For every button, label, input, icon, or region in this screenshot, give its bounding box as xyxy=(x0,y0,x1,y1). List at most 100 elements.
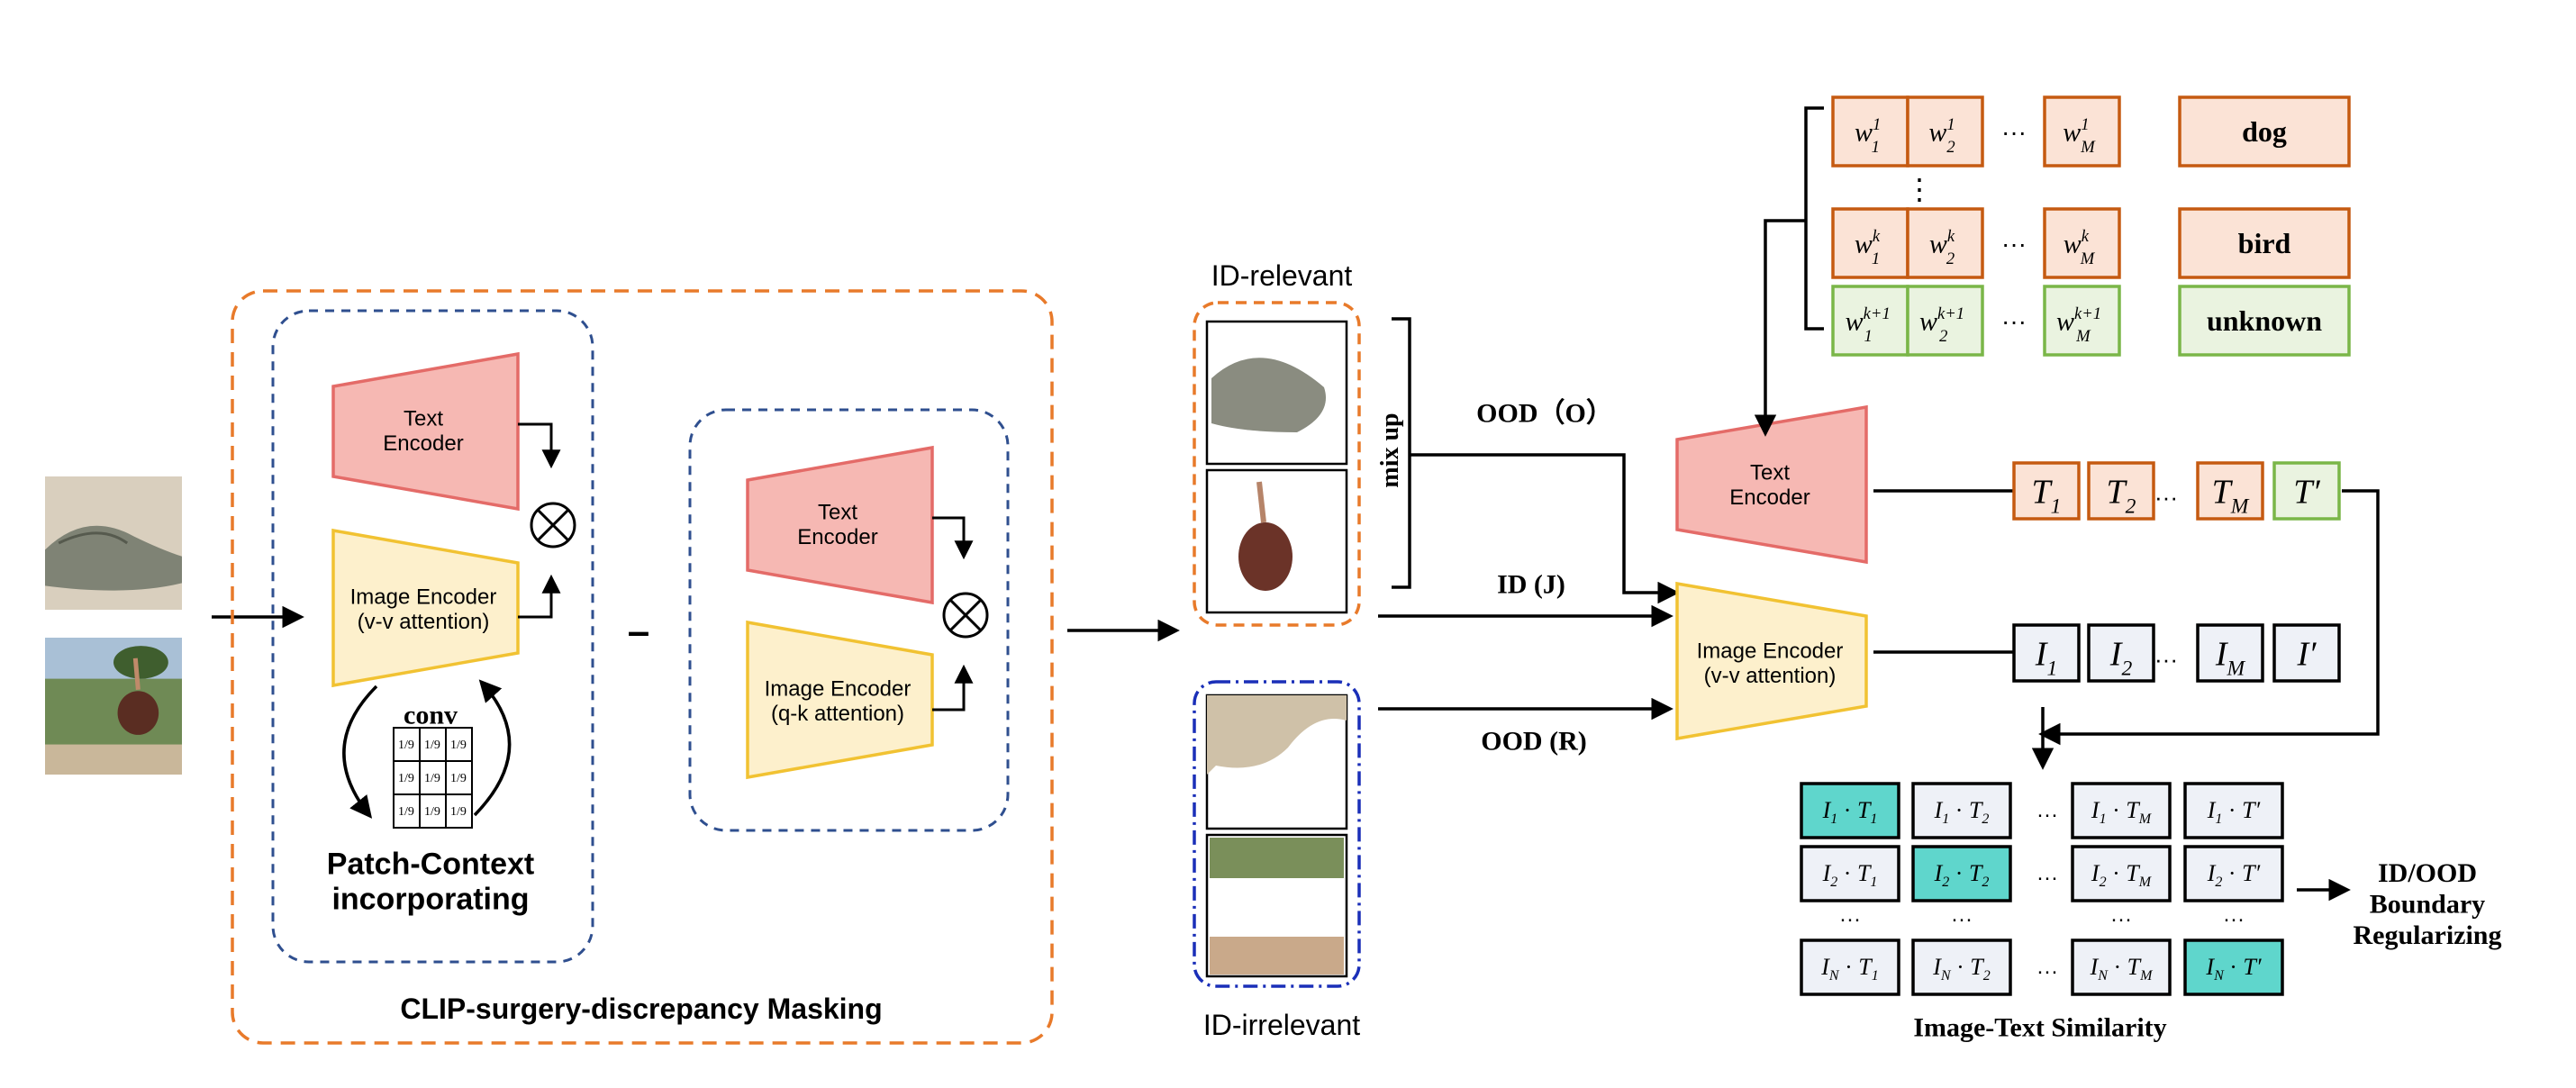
conv-arrow-down xyxy=(342,685,378,819)
mixup-brace xyxy=(1392,317,1411,589)
sim-i-sub: 1 xyxy=(1942,811,1949,827)
sim-t-sub: 1 xyxy=(1870,875,1877,890)
prompt-word-token-sup: 1 xyxy=(1873,115,1880,134)
similarity-cell xyxy=(2071,938,2172,996)
similarity-cell-label: I2 · T2 xyxy=(1934,860,1990,890)
sim-i-sub: 2 xyxy=(1942,875,1949,890)
sim-dot: · xyxy=(2107,797,2127,823)
conv-cell-value-line: 1/9 xyxy=(450,739,467,752)
result-label-line: ID/OOD xyxy=(2378,858,2477,888)
flow-ood-o-label: OOD（O） xyxy=(1476,398,1613,429)
conv-cell xyxy=(445,760,473,795)
conv-cell-value-line: 1/9 xyxy=(398,772,414,785)
sim-t-sub: 1 xyxy=(1872,968,1879,984)
image-feature-box xyxy=(2087,623,2155,683)
sim-i: I xyxy=(1820,954,1830,980)
conv-cell-value: 1/9 xyxy=(424,739,440,752)
conv-cell xyxy=(445,727,473,762)
sim-dot: · xyxy=(1839,954,1859,980)
prompt-class-label: bird xyxy=(2238,227,2291,259)
masking-title: CLIP-surgery-discrepancy Masking xyxy=(400,993,882,1025)
text-feature-label: TM xyxy=(2212,473,2250,518)
conv-cell-value-line: 1/9 xyxy=(424,772,440,785)
similarity-col-ellipsis: ··· xyxy=(1951,907,1973,931)
text-feature-box xyxy=(2272,461,2341,521)
sim-dot: · xyxy=(1837,860,1857,886)
conv-cell-value-line: 1/9 xyxy=(450,772,467,785)
input-image-ostrich-ground xyxy=(45,744,182,775)
input-image-ostrich-neck xyxy=(132,657,141,690)
text-feature-to-similarity xyxy=(2038,489,2380,746)
similarity-col-ellipsis-line: ··· xyxy=(1951,907,1973,931)
conv-cell-value: 1/9 xyxy=(398,739,414,752)
sim-i: I xyxy=(2091,797,2100,823)
sim-i: I xyxy=(2091,860,2100,886)
flow-ood-r-label-line: OOD (R) xyxy=(1481,727,1586,757)
sim-t-sub: M xyxy=(2138,875,2153,890)
prompt-word-token-sub: M xyxy=(2075,327,2091,346)
conv-arrow-up xyxy=(473,679,512,817)
sim-i: I xyxy=(1822,797,1832,823)
prompt-word-token-base: w xyxy=(1846,307,1864,337)
conv-cell xyxy=(445,793,473,829)
sim-dot: · xyxy=(2222,860,2242,886)
text-feature-label-base: T′ xyxy=(2293,473,2320,511)
text-feature-label-sub: M xyxy=(2230,495,2250,519)
sim-t-sub: 2 xyxy=(1982,875,1989,890)
similarity-cell xyxy=(2183,938,2284,996)
prompt-word-token-base: w xyxy=(2063,118,2081,148)
sim-i: I xyxy=(1932,954,1942,980)
sim-t-sub: M xyxy=(2139,968,2154,984)
sim-i: I xyxy=(1934,860,1944,886)
prompt-word-cell xyxy=(2043,207,2121,279)
text-feature-box xyxy=(2087,461,2155,521)
id-irrelevant-trees xyxy=(1210,838,1344,878)
conv-cell-value-line: 1/9 xyxy=(398,805,414,819)
similarity-row-ellipsis-line: ··· xyxy=(2036,802,2058,827)
prompt-word-token-sup: 1 xyxy=(1946,115,1955,134)
clip-text-encoder-label-line: Text xyxy=(1750,461,1790,485)
conv-cell-value: 1/9 xyxy=(398,805,414,819)
sim-i-sub: N xyxy=(1828,968,1840,984)
similarity-cell-label: I2 · T1 xyxy=(1822,860,1878,890)
result-label-line: Boundary xyxy=(2370,890,2485,920)
prompt-class-label-box xyxy=(2178,207,2351,279)
prompt-word-token-sub: 1 xyxy=(1872,138,1880,157)
text-feature-label-sub: 2 xyxy=(2126,495,2136,519)
text-feature-label: T2 xyxy=(2107,473,2136,518)
clip-image-encoder xyxy=(1675,581,1868,741)
sim-dot: · xyxy=(1951,954,1971,980)
sim-dot: · xyxy=(2107,860,2127,886)
input-image-crocodile-body xyxy=(45,525,182,591)
similarity-cell-label: I2 · TM xyxy=(2091,860,2153,890)
id-irrelevant-ground xyxy=(1210,937,1344,975)
similarity-title: Image-Text Similarity xyxy=(1913,1013,2166,1043)
sim-i-sub: N xyxy=(2097,968,2109,984)
prompt-word-token-sub: M xyxy=(2080,138,2096,157)
sim-t-sub: 2 xyxy=(1982,811,1989,827)
sim-t: T xyxy=(1857,860,1872,886)
masking-title-line: CLIP-surgery-discrepancy Masking xyxy=(400,993,882,1025)
sim-t-sub: 2 xyxy=(1983,968,1991,984)
sim-dot: · xyxy=(2224,954,2244,980)
text-feature-label: T1 xyxy=(2032,473,2062,518)
image-feature-label: I′ xyxy=(2297,635,2317,673)
text-feature-label-base: T xyxy=(2032,473,2054,511)
right-text-to-product xyxy=(932,516,974,560)
similarity-cell xyxy=(1800,938,1900,996)
sim-t: T′ xyxy=(2243,954,2261,980)
prompt-word-cell xyxy=(1831,95,1909,168)
id-relevant-ostrich-body xyxy=(1238,522,1293,591)
sim-t: T xyxy=(2126,797,2140,823)
clip-image-encoder-label-line: (v-v attention) xyxy=(1704,664,1837,688)
left-image-encoder-label: Image Encoder(v-v attention) xyxy=(350,585,497,635)
similarity-col-ellipsis: ··· xyxy=(2223,907,2245,931)
similarity-cell xyxy=(2071,845,2172,902)
input-image-ostrich-body xyxy=(117,691,159,735)
sim-t: T′ xyxy=(2242,860,2260,886)
similarity-cell xyxy=(1911,938,2012,996)
similarity-col-ellipsis-line: ··· xyxy=(1839,907,1861,931)
